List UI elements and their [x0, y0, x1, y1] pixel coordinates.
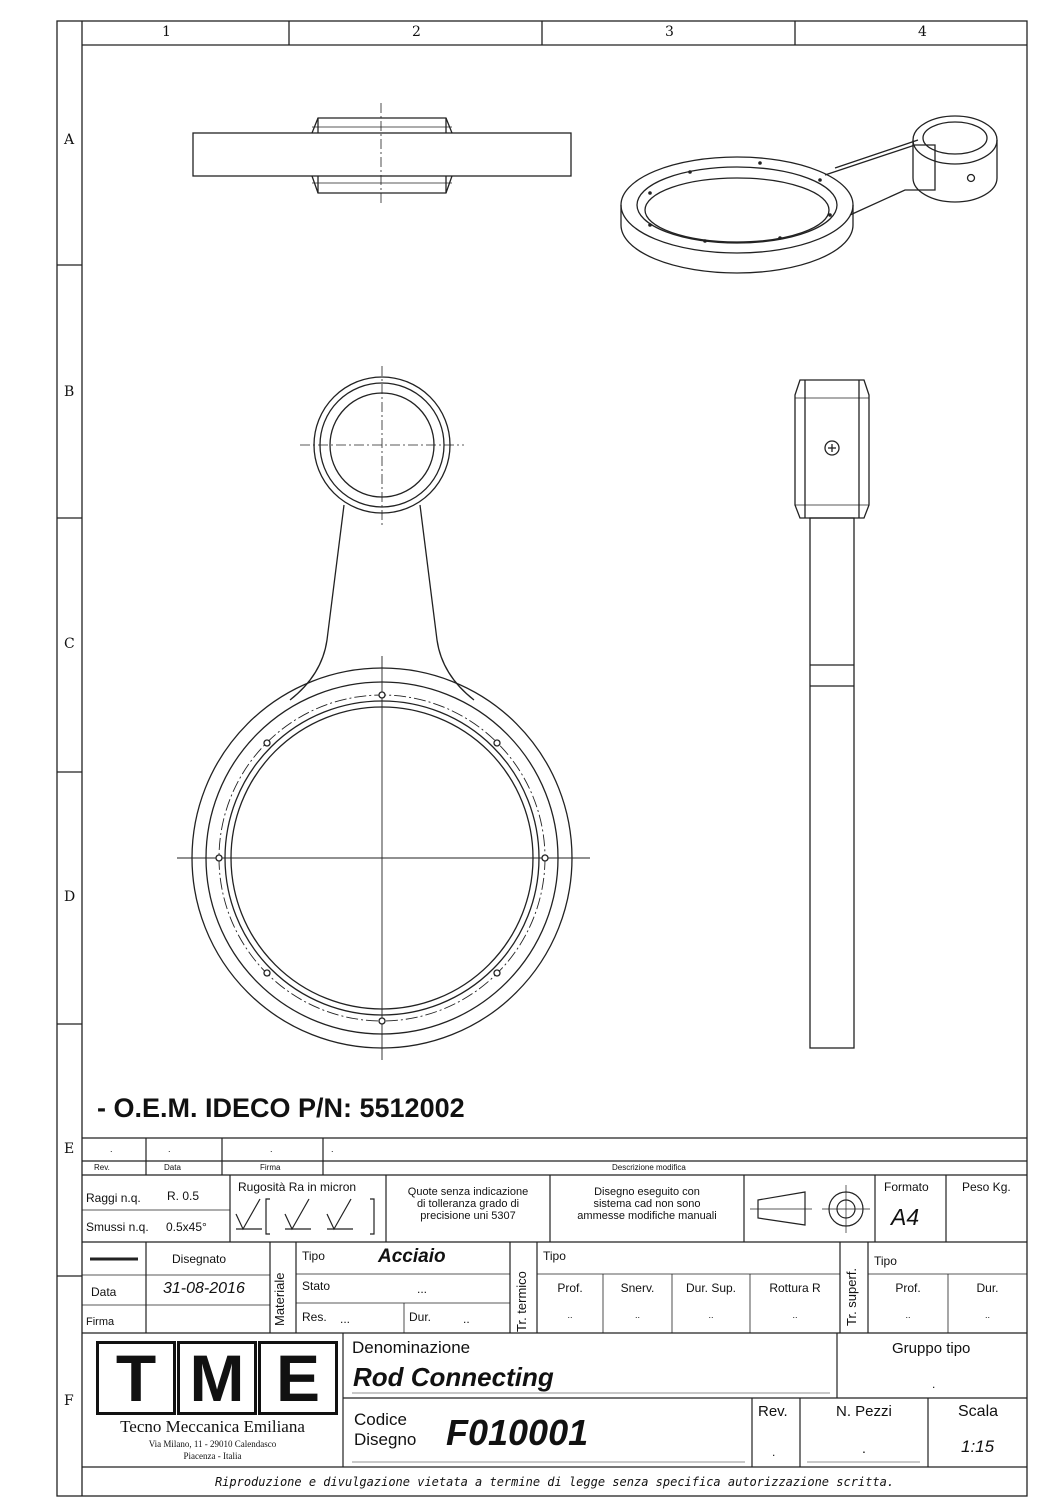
rev-signature-cell: . — [270, 1144, 273, 1154]
ht-prof-label: Prof. — [557, 1281, 583, 1295]
smussi-label: Smussi n.q. — [86, 1220, 149, 1234]
top-view — [192, 103, 572, 205]
stato-value: ... — [417, 1282, 428, 1296]
projection-symbol-icon — [750, 1185, 870, 1233]
ht-rottura-value: .. — [792, 1310, 798, 1320]
grid-column-2: 2 — [412, 24, 421, 40]
codice-label: Codice — [354, 1410, 407, 1429]
grid-column-3: 3 — [665, 24, 674, 40]
data-label: Data — [91, 1285, 117, 1299]
res-value: ... — [340, 1312, 351, 1326]
ht-snerv-label: Snerv. — [620, 1281, 655, 1295]
rev-header: Rev. — [94, 1163, 110, 1172]
pezzi-label: N. Pezzi — [836, 1403, 892, 1420]
company-city: Piacenza - Italia — [183, 1451, 242, 1461]
signature-header: Firma — [260, 1163, 281, 1172]
logo-letter-t: T — [96, 1341, 176, 1415]
st-tipo-label: Tipo — [874, 1254, 897, 1268]
isometric-view — [620, 115, 998, 274]
st-dur-value: .. — [984, 1310, 990, 1320]
materiale-label: Materiale — [272, 1272, 287, 1326]
reproduction-notice: Riproduzione e divulgazione vietata a te… — [214, 1475, 895, 1489]
roughness-symbols — [235, 1198, 375, 1235]
pezzi-value: . — [862, 1440, 866, 1456]
ht-tipo-label: Tipo — [543, 1249, 566, 1263]
gruppo-value: . — [932, 1377, 936, 1391]
formato-label: Formato — [884, 1180, 929, 1194]
res-label: Res. — [302, 1310, 327, 1324]
grid-row-f: F — [64, 1393, 74, 1409]
rev-value: . — [772, 1445, 776, 1459]
title-block-grid — [82, 1137, 1027, 1468]
rev-label: Rev. — [758, 1403, 788, 1420]
grid-row-e: E — [64, 1141, 75, 1157]
st-prof-label: Prof. — [895, 1281, 921, 1295]
codice-value: F010001 — [446, 1412, 589, 1453]
grid-column-1: 1 — [162, 24, 171, 40]
ht-rottura-label: Rottura R — [769, 1281, 821, 1295]
tr-superf-label: Tr. superf. — [844, 1267, 859, 1326]
grid-row-b: B — [64, 384, 75, 400]
scala-label: Scala — [958, 1403, 999, 1420]
description-header: Descrizione modifica — [612, 1163, 686, 1172]
tipo-label: Tipo — [302, 1249, 325, 1263]
stato-label: Stato — [302, 1279, 331, 1293]
ht-dur-sup-value: .. — [708, 1310, 714, 1320]
dur-value: .. — [463, 1312, 470, 1326]
logo-letter-e: E — [258, 1341, 338, 1415]
denominazione-label: Denominazione — [352, 1338, 471, 1357]
st-dur-label: Dur. — [976, 1281, 999, 1295]
front-view — [177, 366, 590, 1060]
side-view — [794, 379, 870, 1049]
smussi-value: 0.5x45° — [166, 1220, 207, 1234]
firma-label: Firma — [86, 1316, 115, 1328]
company-address: Via Milano, 11 - 29010 Calendasco — [148, 1439, 277, 1449]
oem-part-number: - O.E.M. IDECO P/N: 5512002 — [97, 1093, 465, 1123]
dur-label: Dur. — [409, 1310, 432, 1324]
data-value: 31-08-2016 — [163, 1280, 245, 1297]
grid-column-4: 4 — [918, 24, 927, 40]
grid-row-c: C — [64, 636, 75, 652]
rev-date-cell: . — [168, 1144, 171, 1154]
tipo-value: Acciaio — [378, 1246, 446, 1267]
disegnato-label: Disegnato — [172, 1252, 227, 1266]
raggi-value: R. 0.5 — [167, 1189, 200, 1203]
denominazione-value: Rod Connecting — [353, 1362, 554, 1392]
formato-value: A4 — [891, 1204, 920, 1230]
ht-prof-value: .. — [567, 1310, 573, 1320]
rev-cell: . — [110, 1144, 113, 1154]
disegno-label: Disegno — [354, 1430, 417, 1449]
date-header: Data — [164, 1163, 181, 1172]
logo-letter-m: M — [177, 1341, 257, 1415]
gruppo-label: Gruppo tipo — [892, 1340, 971, 1357]
tr-termico-label: Tr. termico — [514, 1271, 529, 1332]
rev-description-cell: . — [331, 1144, 334, 1154]
raggi-label: Raggi n.q. — [86, 1191, 141, 1205]
grid-row-a: A — [64, 132, 75, 148]
scala-value: 1:15 — [961, 1437, 995, 1456]
peso-label: Peso Kg. — [962, 1180, 1011, 1194]
company-name: Tecno Meccanica Emiliana — [120, 1417, 305, 1436]
grid-row-d: D — [64, 889, 76, 905]
rugosita-label: Rugosità Ra in micron — [238, 1180, 357, 1194]
ht-snerv-value: .. — [634, 1310, 640, 1320]
ht-dur-sup-label: Dur. Sup. — [685, 1281, 737, 1295]
st-prof-value: .. — [905, 1310, 911, 1320]
